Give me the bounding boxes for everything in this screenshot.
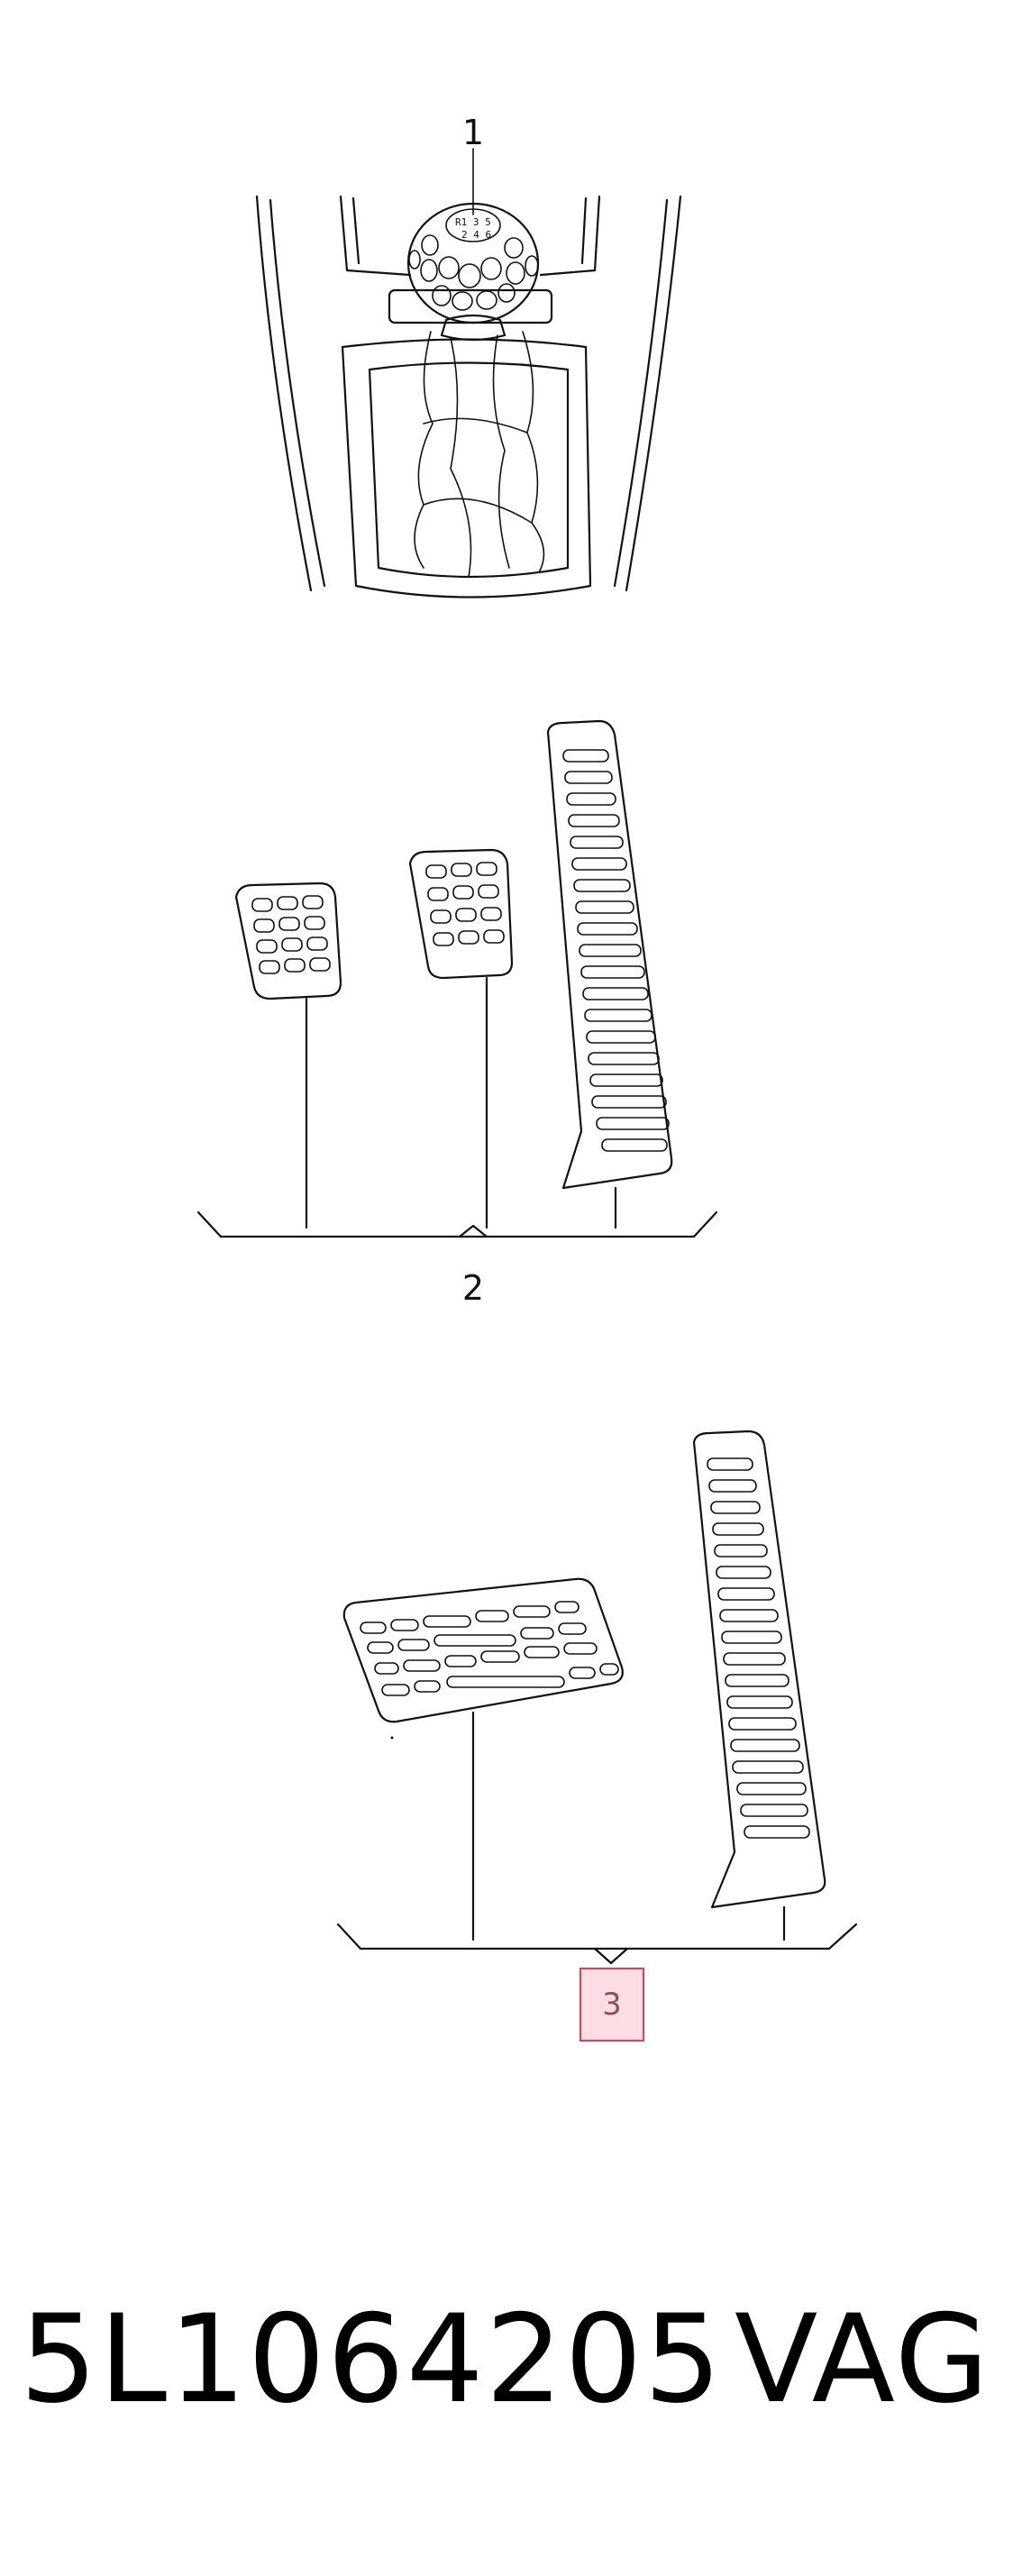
callout-1[interactable]: 1: [461, 113, 485, 152]
part-number: 5L1064205: [20, 2288, 724, 2430]
svg-text:2 4 6: 2 4 6: [461, 229, 491, 241]
pedal-set-automatic-illustration: [336, 1430, 858, 1965]
svg-text:R1 3 5: R1 3 5: [455, 216, 491, 228]
footer: 5L1064205 VAG: [0, 2298, 1013, 2443]
brand-label: VAG: [735, 2288, 991, 2430]
auto-accelerator-pedal: [692, 1430, 826, 1941]
callout-3[interactable]: 3: [580, 1968, 644, 2042]
wide-brake-pedal: [342, 1577, 624, 1941]
pedal-set-manual-illustration: [196, 719, 718, 1238]
callout-2[interactable]: 2: [461, 1268, 485, 1308]
clutch-pedal: [234, 882, 342, 1229]
accelerator-pedal: [546, 719, 673, 1229]
gear-knob-illustration: R1 3 5 2 4 6: [255, 148, 682, 598]
brake-pedal: [408, 848, 514, 1229]
